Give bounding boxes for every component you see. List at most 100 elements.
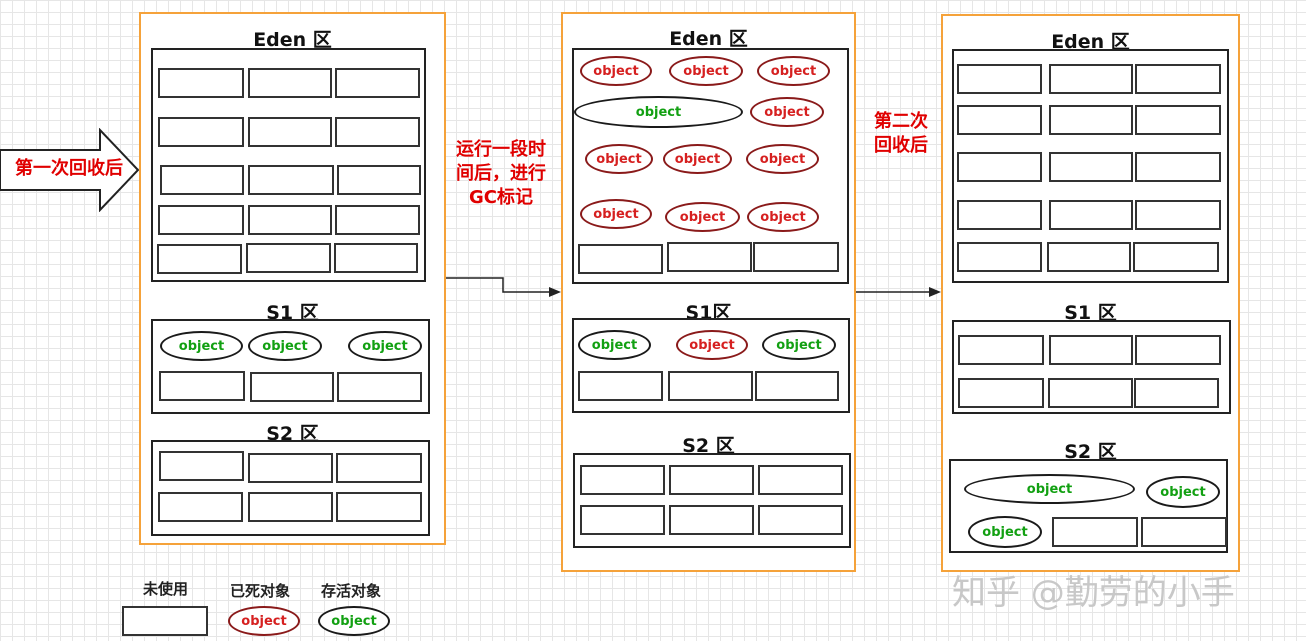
s1-title-3: S1 区 xyxy=(1064,302,1117,324)
legend-dead-label: 已死对象 xyxy=(230,582,291,600)
unused-cell xyxy=(1141,517,1227,547)
first-gc-arrow xyxy=(0,128,140,212)
unused-cell xyxy=(755,371,839,401)
unused-cell xyxy=(1134,378,1219,408)
second-gc-line-2: 回收后 xyxy=(874,135,928,156)
s2-title-3: S2 区 xyxy=(1064,441,1117,463)
unused-cell xyxy=(753,242,839,272)
live-object: object xyxy=(968,516,1042,548)
run-mark-line-3: GC标记 xyxy=(469,187,533,208)
unused-cell xyxy=(248,492,333,522)
unused-cell xyxy=(1135,200,1221,230)
unused-cell xyxy=(157,244,242,274)
unused-cell xyxy=(335,68,420,98)
unused-cell xyxy=(248,205,332,235)
dead-object: object xyxy=(585,144,653,174)
unused-cell xyxy=(336,453,422,483)
unused-cell xyxy=(1049,335,1133,365)
unused-cell xyxy=(335,117,420,147)
unused-cell xyxy=(248,68,332,98)
unused-cell xyxy=(957,64,1042,94)
unused-cell xyxy=(1135,105,1221,135)
unused-cell xyxy=(1135,152,1221,182)
eden-title-3: Eden 区 xyxy=(1051,31,1130,53)
unused-cell xyxy=(336,492,422,522)
unused-cell xyxy=(580,465,665,495)
unused-cell xyxy=(1049,152,1133,182)
unused-cell xyxy=(1049,64,1133,94)
unused-cell xyxy=(337,165,421,195)
unused-cell xyxy=(159,371,245,401)
live-object: object xyxy=(964,474,1135,504)
unused-cell xyxy=(580,505,665,535)
unused-cell xyxy=(158,68,244,98)
unused-cell xyxy=(1049,200,1133,230)
live-object: object xyxy=(348,331,422,361)
unused-cell xyxy=(158,492,243,522)
live-object: object xyxy=(160,331,243,361)
eden-title-1: Eden 区 xyxy=(253,29,332,51)
unused-cell xyxy=(335,205,420,235)
live-object: object xyxy=(1146,476,1220,508)
unused-cell xyxy=(758,465,843,495)
dead-object: object xyxy=(665,202,740,232)
dead-object: object xyxy=(746,144,819,174)
unused-cell xyxy=(248,453,333,483)
dead-object: object xyxy=(676,330,748,360)
legend-live-swatch: object xyxy=(318,606,390,636)
unused-cell xyxy=(668,371,753,401)
unused-cell xyxy=(667,242,752,272)
legend-unused-swatch xyxy=(122,606,208,636)
unused-cell xyxy=(1052,517,1138,547)
unused-cell xyxy=(160,165,244,195)
eden-title-2: Eden 区 xyxy=(669,28,748,50)
run-mark-line-2: 间后，进行 xyxy=(456,163,546,184)
run-mark-label: 运行一段时 间后，进行 GC标记 xyxy=(447,138,555,210)
second-gc-line-1: 第二次 xyxy=(874,111,928,132)
unused-cell xyxy=(957,152,1042,182)
dead-object: object xyxy=(663,144,732,174)
live-object: object xyxy=(578,330,651,360)
dead-object: object xyxy=(669,56,743,86)
dead-object: object xyxy=(747,202,819,232)
legend-unused-label: 未使用 xyxy=(143,580,189,598)
s2-title-2: S2 区 xyxy=(682,435,735,457)
dead-object: object xyxy=(750,97,824,127)
live-object: object xyxy=(762,330,836,360)
s2-title-1: S2 区 xyxy=(266,423,319,445)
dead-object: object xyxy=(580,56,652,86)
unused-cell xyxy=(1135,335,1221,365)
unused-cell xyxy=(334,243,418,273)
live-object: object xyxy=(248,331,322,361)
unused-cell xyxy=(758,505,843,535)
unused-cell xyxy=(1049,105,1133,135)
watermark: 知乎 @勤劳的小手 xyxy=(952,573,1235,613)
run-mark-line-1: 运行一段时 xyxy=(456,139,546,160)
unused-cell xyxy=(248,165,334,195)
unused-cell xyxy=(669,505,754,535)
unused-cell xyxy=(250,372,334,402)
unused-cell xyxy=(1047,242,1131,272)
legend-dead-swatch: object xyxy=(228,606,300,636)
unused-cell xyxy=(958,378,1044,408)
unused-cell xyxy=(158,205,244,235)
unused-cell xyxy=(1135,64,1221,94)
unused-cell xyxy=(957,242,1042,272)
unused-cell xyxy=(158,117,244,147)
second-gc-label: 第二次 回收后 xyxy=(863,110,939,158)
unused-cell xyxy=(248,117,332,147)
dead-object: object xyxy=(580,199,652,229)
unused-cell xyxy=(958,335,1044,365)
unused-cell xyxy=(957,200,1042,230)
unused-cell xyxy=(246,243,331,273)
unused-cell xyxy=(1133,242,1219,272)
unused-cell xyxy=(1048,378,1133,408)
unused-cell xyxy=(957,105,1042,135)
legend-live-label: 存活对象 xyxy=(321,582,382,600)
live-object: object xyxy=(574,96,743,128)
unused-cell xyxy=(578,244,663,274)
unused-cell xyxy=(159,451,244,481)
unused-cell xyxy=(578,371,663,401)
unused-cell xyxy=(337,372,422,402)
